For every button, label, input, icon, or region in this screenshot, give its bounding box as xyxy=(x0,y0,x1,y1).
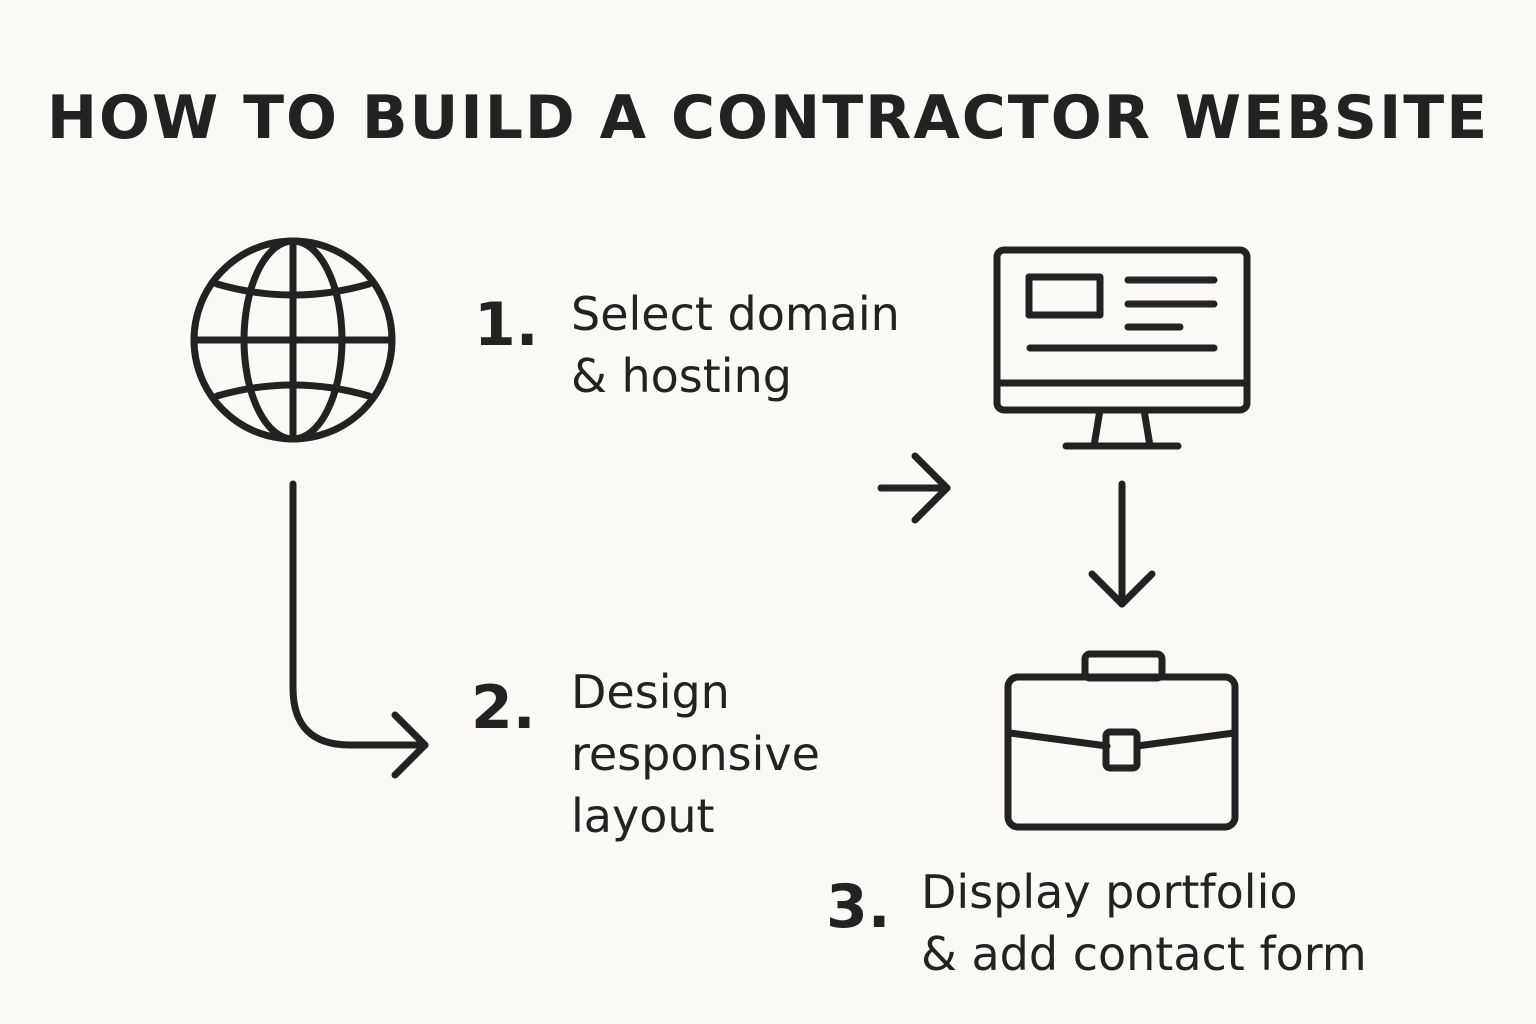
step-3-label-line: Display portfolio xyxy=(921,865,1298,919)
step-2-label: Design responsive layout xyxy=(571,661,820,847)
step-1-number: 1. xyxy=(474,290,539,360)
down-arrow-icon xyxy=(1088,480,1156,608)
right-arrow-icon xyxy=(877,452,951,524)
globe-to-step2-arrow xyxy=(289,480,429,779)
step-2-number: 2. xyxy=(471,673,536,743)
step-1-label-line: Select domain xyxy=(571,287,900,341)
step-3-label-line: & add contact form xyxy=(921,927,1367,981)
step-2-label-line: layout xyxy=(571,789,715,843)
briefcase-icon xyxy=(1004,650,1239,831)
step-3-number: 3. xyxy=(826,872,891,942)
monitor-icon xyxy=(993,246,1251,450)
step-1-label: Select domain & hosting xyxy=(571,283,900,407)
globe-icon xyxy=(190,237,396,443)
step-3-label: Display portfolio & add contact form xyxy=(921,861,1367,985)
step-2-label-line: Design xyxy=(571,665,730,719)
step-1-label-line: & hosting xyxy=(571,349,792,403)
step-2-label-line: responsive xyxy=(571,727,820,781)
diagram-title: HOW TO BUILD A CONTRACTOR WEBSITE xyxy=(46,83,1490,153)
